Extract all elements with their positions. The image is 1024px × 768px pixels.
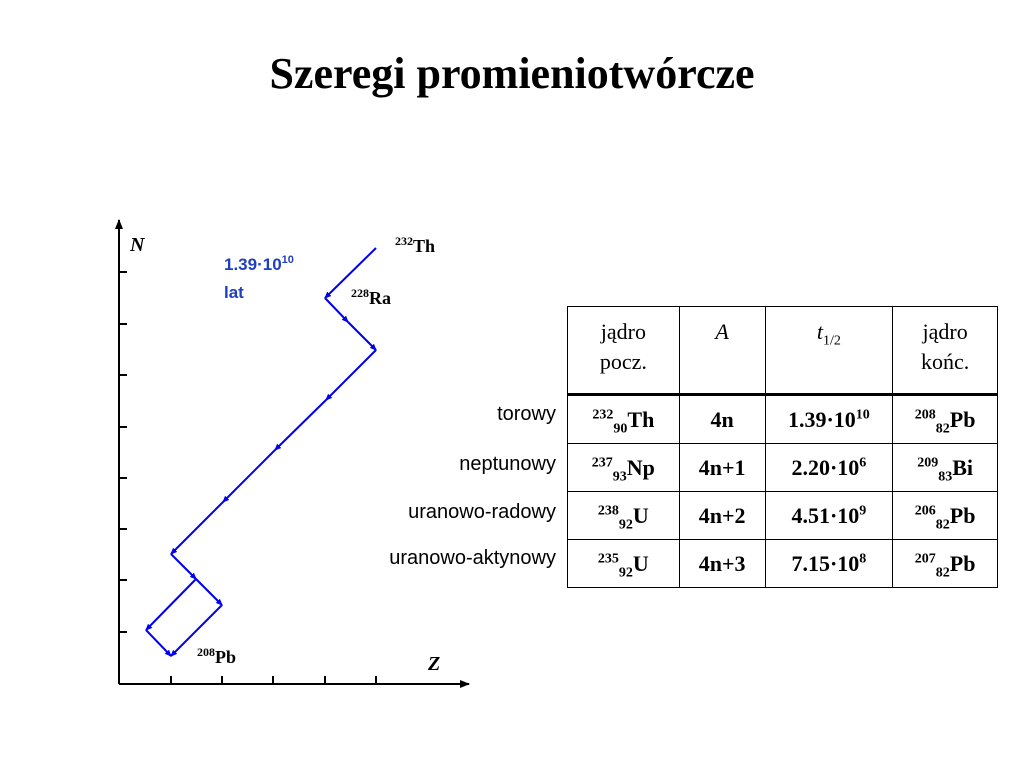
- element-symbol: U: [632, 502, 649, 528]
- nuclide-label-ra228: 228Ra: [351, 286, 391, 308]
- halflife-base: 7.15·10: [791, 550, 860, 576]
- header-text: jądro: [922, 319, 968, 344]
- beta-decay: [347, 321, 377, 351]
- table-row: 23892U 4n+2 4.51·109 20682Pb: [567, 491, 998, 540]
- atomic-number: 92: [618, 516, 633, 532]
- header-halflife: t1/2: [764, 306, 894, 395]
- element-symbol: Bi: [952, 454, 974, 480]
- initial-nucleus-cell: 23892U: [567, 491, 680, 540]
- atomic-number: 82: [935, 564, 950, 580]
- series-label-uranowo-aktynowy: uranowo-aktynowy: [389, 547, 556, 569]
- y-axis-ticks: [119, 271, 127, 633]
- header-text: pocz.: [599, 349, 647, 374]
- branch-alpha: [145, 578, 197, 631]
- final-nucleus-cell: 20682Pb: [892, 491, 998, 540]
- mass-number: 232: [592, 407, 614, 423]
- halflife-exponent: 6: [859, 455, 867, 471]
- atomic-number: 92: [618, 564, 633, 580]
- series-label-neptunowy: neptunowy: [459, 453, 556, 475]
- halflife-base: 1.39·10: [787, 406, 856, 432]
- halflife-annotation: 1.39·1010: [224, 254, 294, 274]
- alpha-decay-chain: [325, 349, 377, 401]
- halflife-cell: 1.39·1010: [764, 394, 894, 444]
- mass-number: 237: [591, 455, 613, 471]
- nuclide-label-th232: 232Th: [395, 234, 435, 256]
- mass-formula-cell: 4n+2: [678, 491, 766, 540]
- mass-number: 206: [914, 503, 936, 519]
- mass-number: 238: [597, 503, 619, 519]
- branch-alpha: [170, 604, 223, 657]
- halflife-base: 2.20·10: [791, 454, 860, 480]
- atomic-number: 82: [935, 420, 950, 436]
- halflife-exponent: 8: [859, 551, 867, 567]
- nuclide-label-pb208: 208Pb: [197, 645, 236, 667]
- x-axis-label: Z: [427, 653, 440, 675]
- header-text: końc.: [920, 349, 970, 374]
- table-row: 23592U 4n+3 7.15·108 20782Pb: [567, 539, 998, 588]
- halflife-exponent: 10: [855, 407, 870, 423]
- halflife-cell: 2.20·106: [764, 443, 894, 492]
- initial-nucleus-cell: 23592U: [567, 539, 680, 588]
- element-symbol: Np: [626, 454, 655, 480]
- x-axis-ticks: [170, 676, 377, 684]
- y-axis-label: N: [129, 234, 146, 256]
- table-row: 23290Th 4n 1.39·1010 20882Pb: [567, 394, 998, 444]
- mass-number: 207: [914, 551, 936, 567]
- mass-number: 235: [597, 551, 619, 567]
- initial-nucleus-cell: 23793Np: [567, 443, 680, 492]
- header-text: A: [715, 319, 729, 344]
- alpha-decay-chain: [170, 501, 224, 555]
- mass-formula-cell: 4n+3: [678, 539, 766, 588]
- table-header-row: jądro pocz. A t1/2 jądro końc.: [567, 306, 998, 395]
- header-final-nucleus: jądro końc.: [892, 306, 998, 395]
- header-mass-number: A: [678, 306, 766, 395]
- mass-formula-cell: 4n+1: [678, 443, 766, 492]
- element-symbol: Pb: [949, 550, 976, 576]
- page-title: Szeregi promieniotwórcze: [269, 49, 755, 98]
- element-symbol: Pb: [949, 406, 976, 432]
- final-nucleus-cell: 20882Pb: [892, 394, 998, 444]
- branch-beta: [195, 578, 223, 606]
- alpha-decay-chain: [274, 399, 327, 451]
- alpha-decay-chain: [222, 449, 276, 503]
- halflife-unit: lat: [224, 283, 244, 302]
- alpha-decay-th232-ra228: [324, 247, 377, 299]
- element-symbol: Th: [627, 406, 655, 432]
- decay-chain: [145, 247, 377, 657]
- halflife-cell: 4.51·109: [764, 491, 894, 540]
- beta-decay: [170, 553, 197, 580]
- halflife-base: 4.51·10: [791, 502, 860, 528]
- atomic-number: 93: [612, 468, 627, 484]
- element-symbol: U: [632, 550, 649, 576]
- atomic-number: 83: [938, 468, 953, 484]
- element-symbol: Pb: [949, 502, 976, 528]
- halflife-cell: 7.15·108: [764, 539, 894, 588]
- branch-beta: [145, 629, 172, 657]
- header-subscript: 1/2: [822, 333, 841, 349]
- header-text: t: [816, 319, 823, 344]
- atomic-number: 82: [935, 516, 950, 532]
- mass-number: 208: [914, 407, 936, 423]
- beta-decay: [324, 297, 349, 323]
- header-text: jądro: [600, 319, 646, 344]
- atomic-number: 90: [613, 420, 628, 436]
- final-nucleus-cell: 20782Pb: [892, 539, 998, 588]
- final-nucleus-cell: 20983Bi: [892, 443, 998, 492]
- halflife-exponent: 9: [859, 503, 867, 519]
- series-label-torowy: torowy: [497, 403, 556, 425]
- header-initial-nucleus: jądro pocz.: [567, 306, 680, 395]
- mass-formula-cell: 4n: [678, 394, 766, 444]
- decay-series-table: jądro pocz. A t1/2 jądro końc. 23290Th 4n …: [567, 306, 998, 588]
- table-row: 23793Np 4n+1 2.20·106 20983Bi: [567, 443, 998, 492]
- series-label-uranowo-radowy: uranowo-radowy: [408, 501, 556, 523]
- mass-number: 209: [917, 455, 939, 471]
- initial-nucleus-cell: 23290Th: [567, 394, 680, 444]
